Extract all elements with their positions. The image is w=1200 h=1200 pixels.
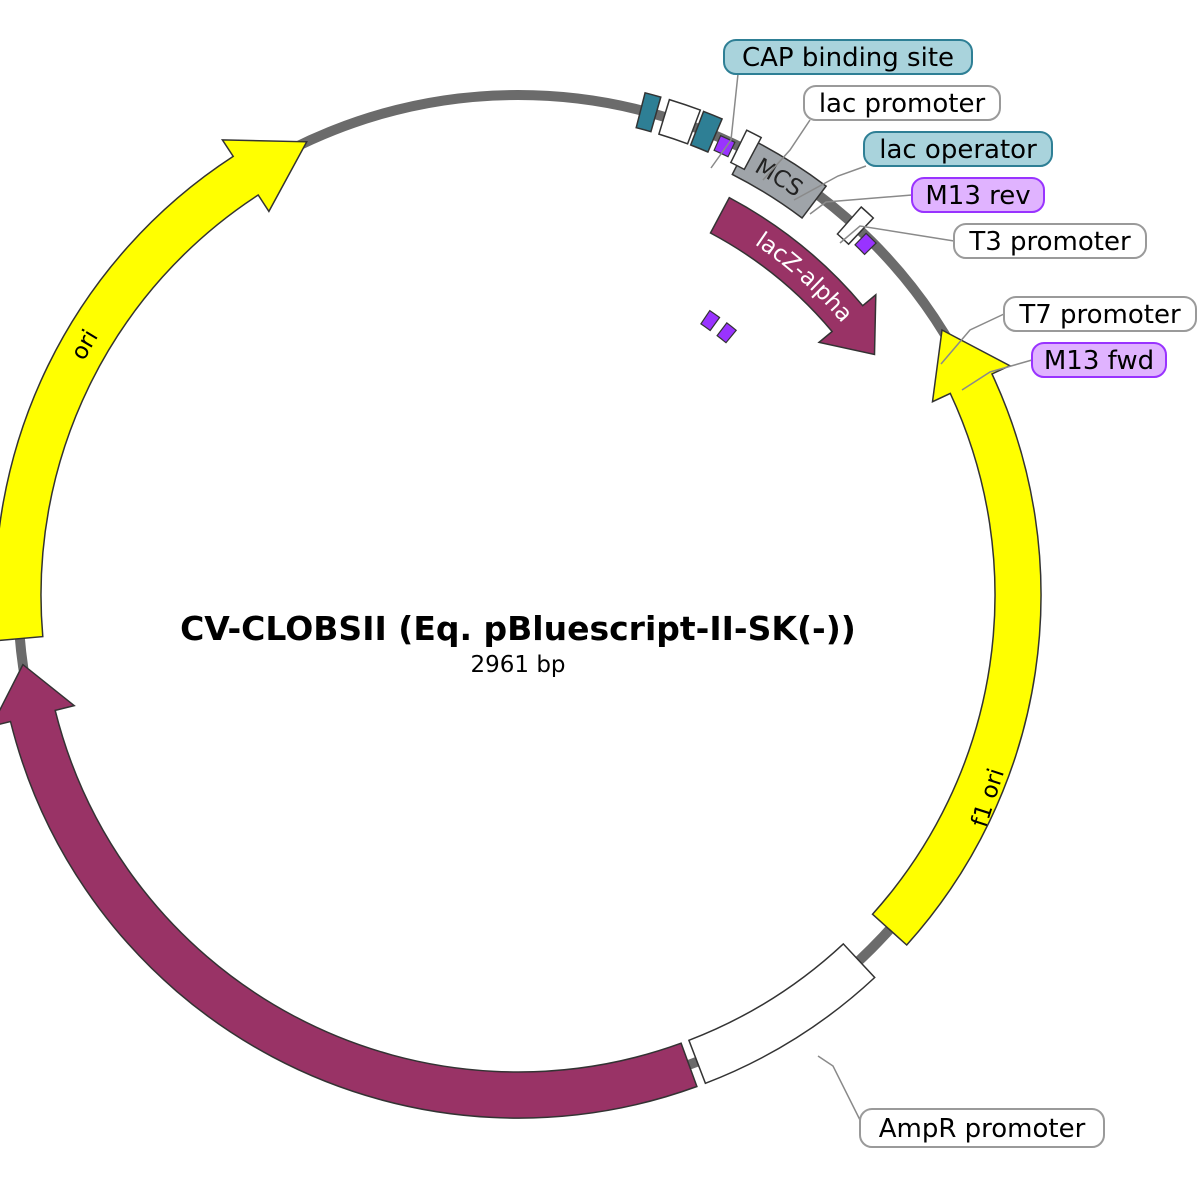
lac-promoter-leader [762,119,811,181]
lac-operator-callout-box [863,131,1053,167]
inner-primer-1 [700,309,721,332]
ori-arrow [0,139,308,642]
t3-promoter-box [729,129,763,171]
lac-promoter-callout-box [803,85,1001,121]
ampr-arrow [0,663,698,1119]
ampr-promoter-leader [817,1055,861,1121]
ampr-label: AmpR [368,999,441,1042]
lac-operator-leader [793,165,867,201]
t7-promoter-callout-label: T7 promoter [1018,300,1181,330]
plasmid-size: 2961 bp [470,652,565,678]
t3-promoter-callout-label: T3 promoter [968,227,1131,257]
t7-promoter-callout-box [1003,296,1197,332]
t7-promoter-leader [940,313,1005,365]
cap-binding-site-leader [710,73,739,169]
m13-rev-callout-label: M13 rev [925,181,1030,211]
m13-fwd-primer [854,232,877,256]
f1-ori-arrow [871,328,1042,947]
small-feature-layer [635,91,877,344]
plasmid-name: CV-CLOBSII (Eq. pBluescript-II-SK(-)) [180,609,856,648]
t3-promoter-callout-box [953,223,1147,259]
cap-binding-site-box [635,91,662,133]
lac-promoter-box [657,98,702,145]
lac-promoter-callout-label: lac promoter [819,89,986,119]
m13-rev-leader [809,194,913,215]
ampr-promoter-callout-box [859,1108,1105,1148]
mcs-box [731,137,828,220]
ampr-promoter-box [687,942,876,1085]
lac-operator-box [689,110,724,153]
m13-fwd-callout-label: M13 fwd [1044,346,1154,376]
inner-primer-2 [716,322,738,344]
callout-layer: CAP binding site lac promoter lac operator… [710,39,1197,1148]
lac-operator-callout-label: lac operator [879,135,1037,165]
t3-promoter-leader [839,225,955,244]
lacz-alpha-arrow [709,196,877,356]
t7-promoter-box [836,205,875,246]
m13-rev-callout-box [911,177,1045,213]
cap-binding-site-callout-label: CAP binding site [742,43,954,73]
cap-binding-site-callout-box [723,39,973,75]
m13-fwd-callout-box [1031,342,1167,378]
ampr-promoter-callout-label: AmpR promoter [879,1114,1086,1144]
m13-fwd-leader [961,359,1033,391]
